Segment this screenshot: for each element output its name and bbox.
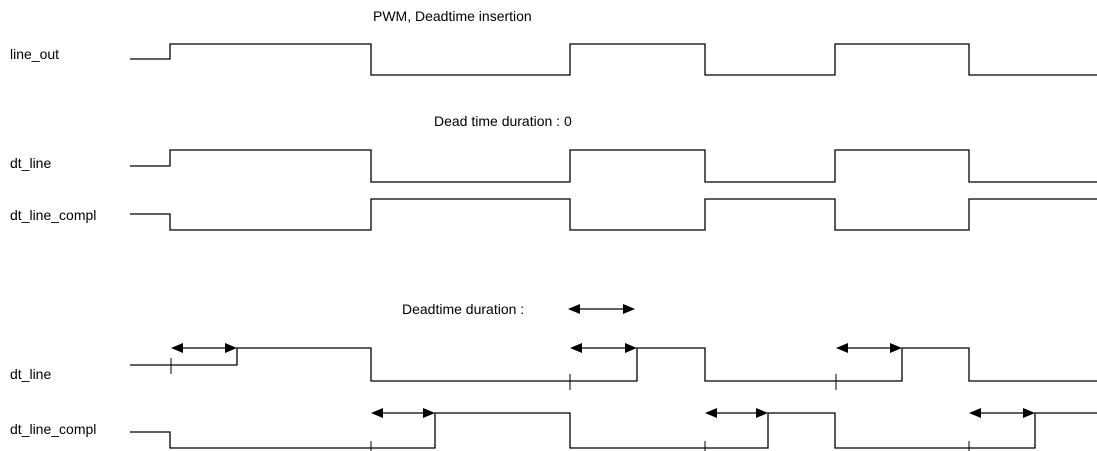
deadtime-arrow-dt-line-3: [836, 343, 902, 353]
deadtime-arrow-dt-line-compl-2: [705, 408, 768, 418]
transition-ticks-dt-line-compl: [370, 441, 970, 451]
section-label-deadtime-zero: Dead time duration : 0: [434, 113, 572, 129]
deadtime-arrow-dt-line-1: [171, 343, 237, 353]
signal-label-dt-line-compl: dt_line_compl: [10, 421, 96, 437]
signal-label-dt-line-zero: dt_line: [10, 155, 51, 171]
waveform-dt-line-compl: [130, 412, 1097, 449]
deadtime-arrow-dt-line-2: [570, 343, 637, 353]
deadtime-arrow-dt-line-compl-1: [371, 408, 435, 418]
signal-label-dt-line: dt_line: [10, 366, 51, 382]
waveform-line-out: [130, 43, 1097, 76]
section-label-deadtime: Deadtime duration :: [402, 301, 524, 317]
signal-label-dt-line-compl-zero: dt_line_compl: [10, 207, 96, 223]
deadtime-legend-arrow: [568, 304, 635, 314]
waveform-dt-line-compl-zero: [130, 198, 1097, 231]
waveform-dt-line-zero: [130, 149, 1097, 183]
signal-label-line-out: line_out: [10, 46, 59, 62]
diagram-title: PWM, Deadtime insertion: [373, 8, 532, 24]
deadtime-arrow-dt-line-compl-3: [969, 408, 1035, 418]
waveform-dt-line: [130, 347, 1097, 382]
transition-ticks-dt-line: [170, 358, 837, 390]
